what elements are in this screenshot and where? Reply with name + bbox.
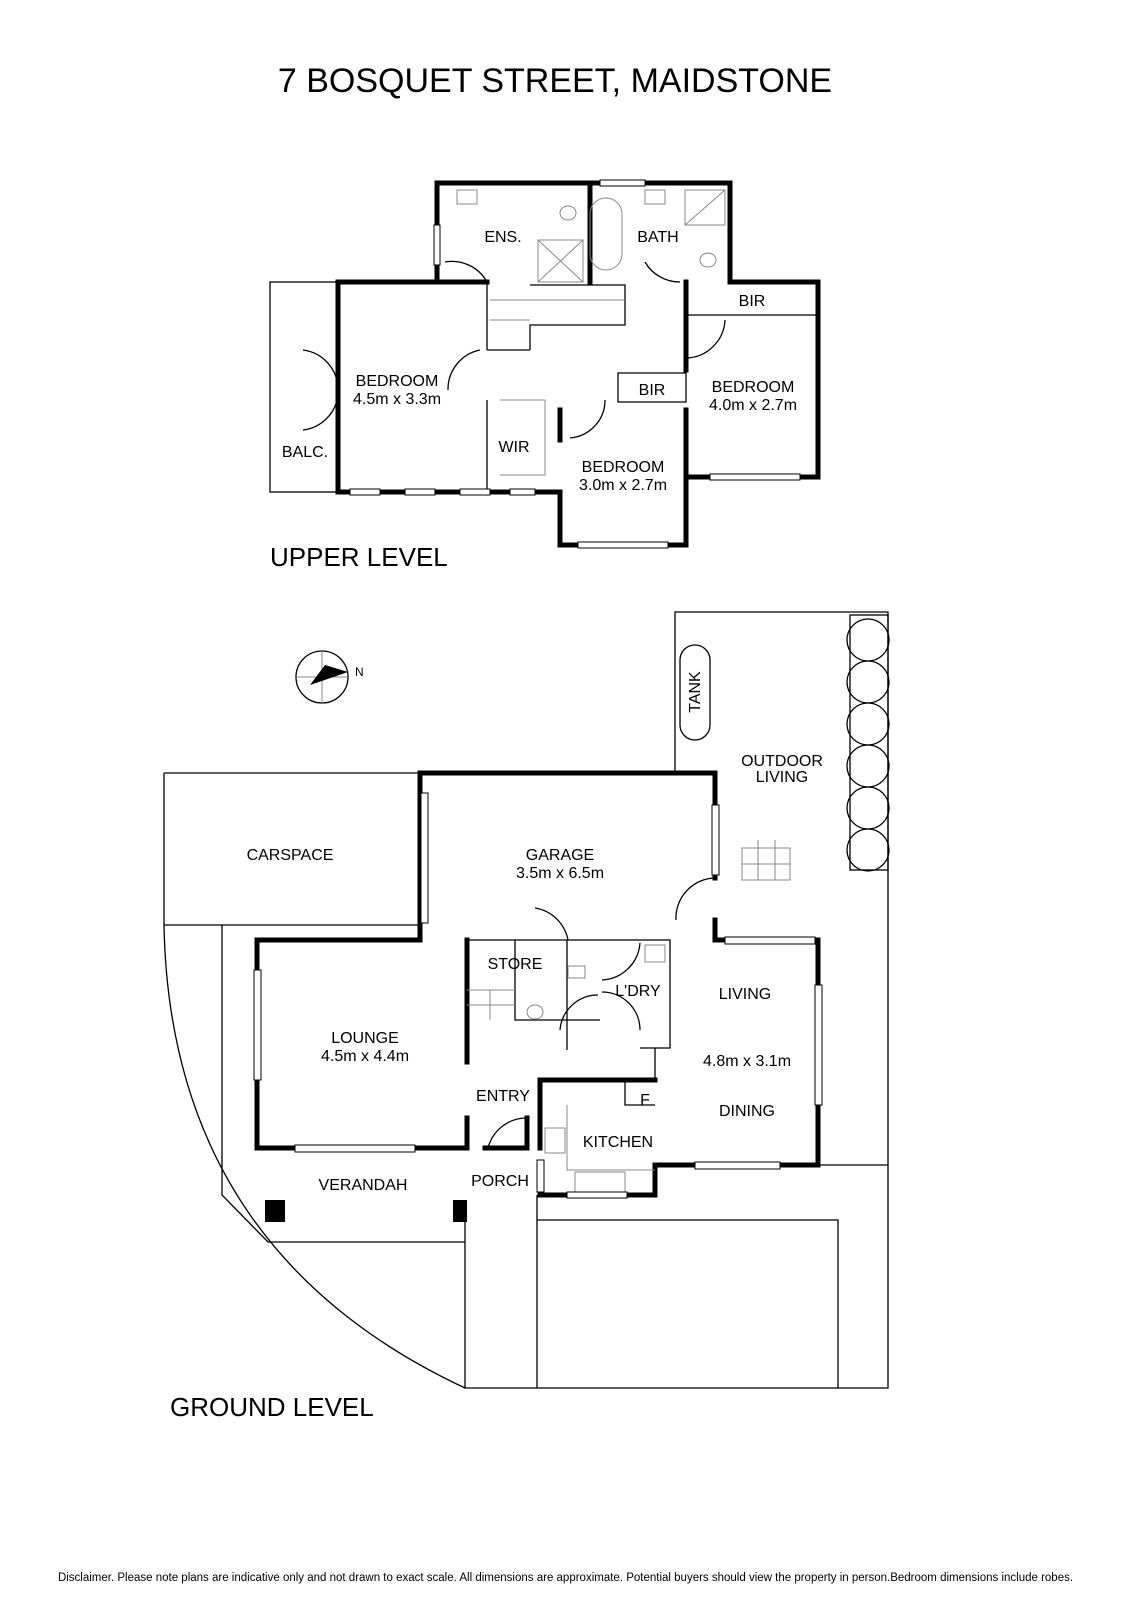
compass-icon: N	[295, 650, 364, 704]
label-lounge: LOUNGE	[331, 1030, 399, 1047]
label-balcony: BALC.	[282, 444, 328, 461]
label-lounge-size: 4.5m x 4.4m	[321, 1048, 409, 1065]
label-tank: TANK	[687, 671, 704, 713]
compass-north-label: N	[355, 665, 364, 679]
label-verandah: VERANDAH	[319, 1177, 408, 1194]
label-bedroom1: BEDROOM	[356, 373, 439, 390]
label-outdoor-living-1: OUTDOOR	[741, 753, 823, 770]
label-bedroom1-size: 4.5m x 3.3m	[353, 391, 441, 408]
label-bedroom2-size: 4.0m x 2.7m	[709, 397, 797, 414]
trees	[846, 614, 890, 872]
label-dining: DINING	[719, 1103, 775, 1120]
label-fridge: F	[640, 1092, 650, 1109]
label-bedroom3: BEDROOM	[582, 459, 665, 476]
tank	[679, 644, 711, 741]
ground-level-heading: GROUND LEVEL	[170, 1392, 374, 1422]
label-carspace: CARSPACE	[247, 847, 334, 864]
label-living: LIVING	[719, 986, 771, 1003]
upper-level-plan: ENS. BATH BIR BIR BEDROOM 4.5m x 3.3m BE…	[269, 179, 821, 572]
ground-level-plan: N CARSPACE GARAGE 3.5m x 6.5m TANK OUTDO…	[163, 611, 890, 1422]
label-garage-size: 3.5m x 6.5m	[516, 865, 604, 882]
label-porch: PORCH	[471, 1173, 529, 1190]
label-laundry: L'DRY	[615, 983, 661, 1000]
label-ensuite: ENS.	[484, 229, 521, 246]
label-living-size: 4.8m x 3.1m	[703, 1053, 791, 1070]
label-bedroom2: BEDROOM	[712, 379, 795, 396]
label-entry: ENTRY	[476, 1088, 530, 1105]
label-garage: GARAGE	[526, 847, 594, 864]
label-wir: WIR	[498, 439, 529, 456]
disclaimer: Disclaimer. Please note plans are indica…	[57, 1572, 1074, 1584]
plan-title: 7 BOSQUET STREET, MAIDSTONE	[278, 62, 832, 100]
label-outdoor-living-2: LIVING	[756, 769, 808, 786]
label-store: STORE	[488, 956, 543, 973]
label-bir-right: BIR	[739, 293, 766, 310]
label-bath: BATH	[637, 229, 678, 246]
label-kitchen: KITCHEN	[583, 1134, 653, 1151]
label-bedroom3-size: 3.0m x 2.7m	[579, 477, 667, 494]
upper-level-heading: UPPER LEVEL	[270, 542, 448, 572]
label-bir-mid: BIR	[639, 382, 666, 399]
